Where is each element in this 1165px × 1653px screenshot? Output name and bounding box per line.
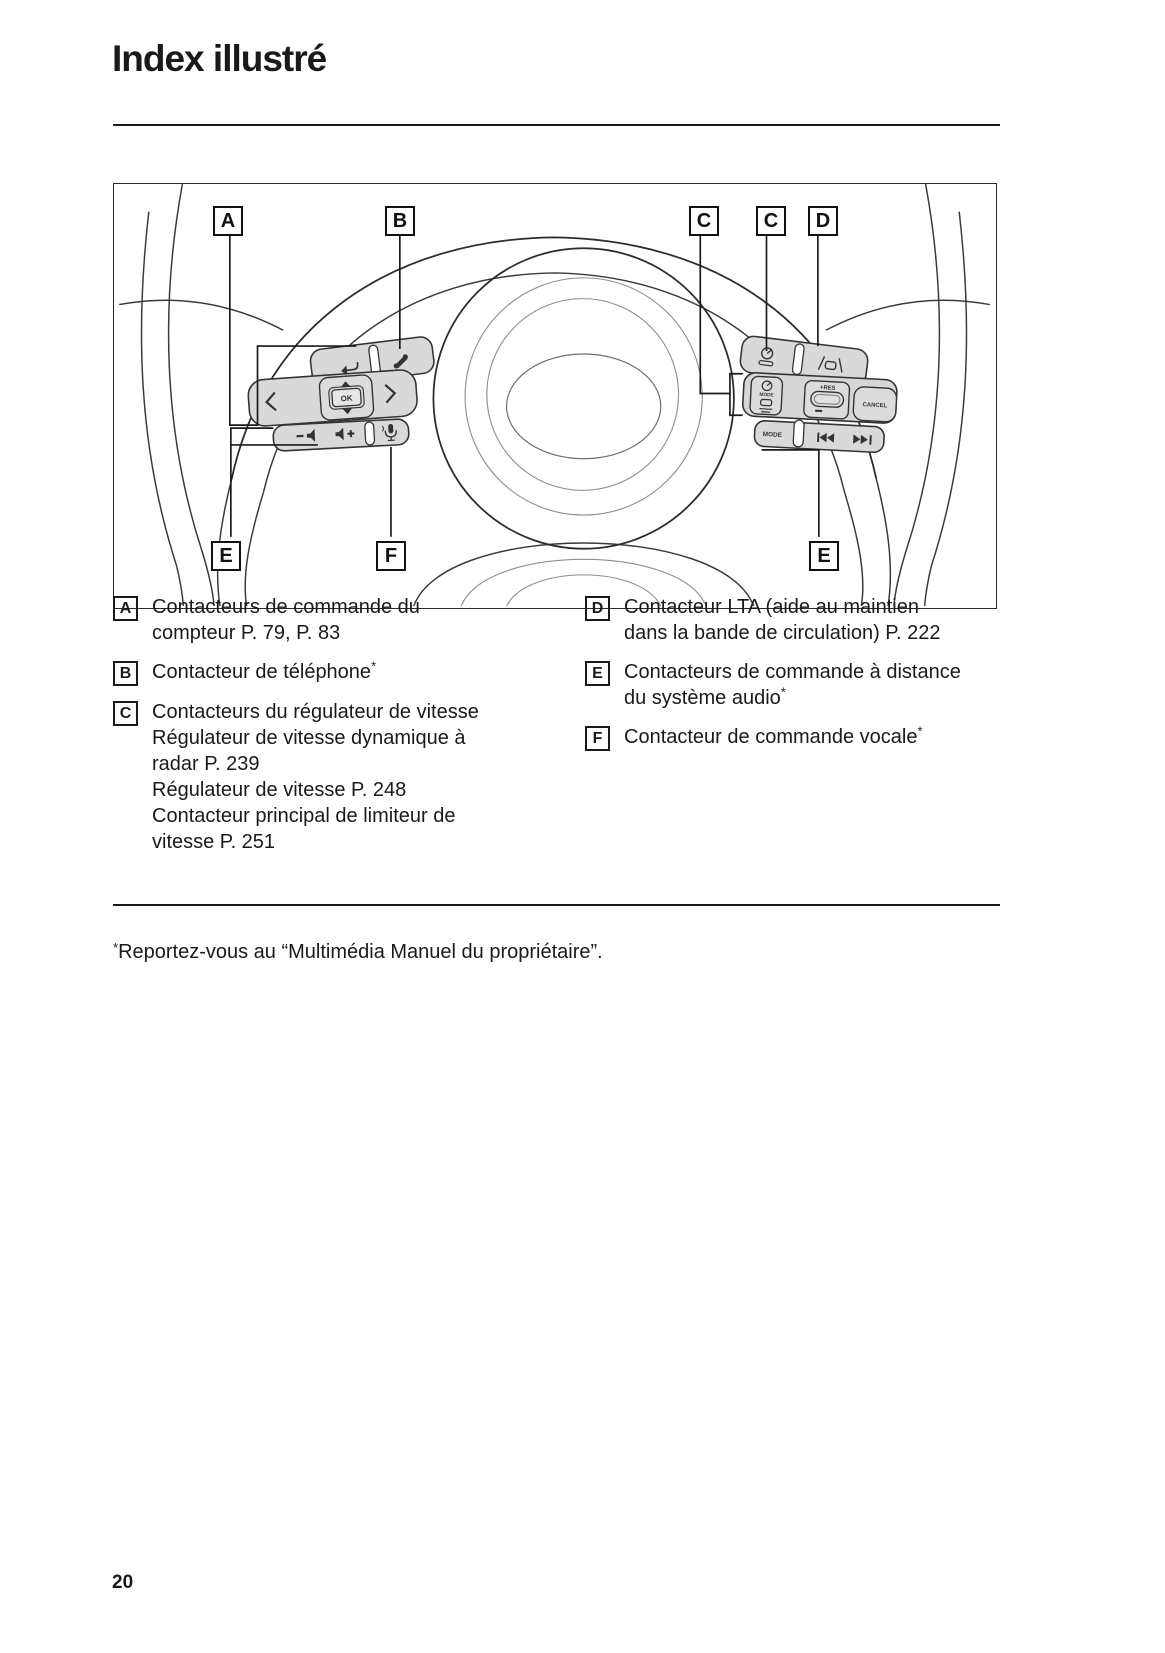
legend-text-f: Contacteur de commande vocale* <box>624 724 923 751</box>
meter-control-row: OK <box>247 369 418 427</box>
legend-column-left: A Contacteurs de commande du compteur P.… <box>113 594 571 868</box>
footnote-text: Reportez-vous au “Multimédia Manuel du p… <box>118 941 603 963</box>
legend-letter-b: B <box>113 661 138 686</box>
footnote-marker: * <box>917 723 923 739</box>
steering-wheel-illustration: OK <box>119 184 990 606</box>
audio-remote-row: MODE <box>753 419 885 454</box>
legend-text-a: Contacteurs de commande du compteur P. 7… <box>152 594 420 646</box>
legend-divider <box>113 904 1000 906</box>
legend-letter-d: D <box>585 596 610 621</box>
gauge-icon <box>761 380 773 392</box>
res-rocker-button: +RES <box>803 380 851 420</box>
return-arrow-icon <box>341 361 359 376</box>
legend-item-f: F Contacteur de commande vocale* <box>585 724 1000 751</box>
legend-line: Contacteurs de commande à distance <box>624 661 961 683</box>
callout-a: A <box>213 206 243 236</box>
legend-line: Contacteur principal de limiteur de <box>152 805 456 827</box>
cruise-control-gauge-icon <box>758 347 774 367</box>
cancel-button-label: CANCEL <box>862 402 887 409</box>
callout-c1: C <box>689 206 719 236</box>
callout-f: F <box>376 541 406 571</box>
speaker-plus-icon <box>335 427 355 441</box>
legend-line: Contacteurs du régulateur de vitesse <box>152 701 479 723</box>
legend-letter-e: E <box>585 661 610 686</box>
legend-line: radar P. 239 <box>152 753 260 775</box>
wheel-hub <box>432 247 735 550</box>
legend-line-text: Contacteur de téléphone <box>152 661 372 683</box>
following-distance-icon <box>759 398 773 413</box>
legend-line: Contacteurs de commande du <box>152 596 420 618</box>
legend-item-c: C Contacteurs du régulateur de vitesse R… <box>113 699 571 855</box>
triangle-down-icon <box>342 407 353 415</box>
legend-letter-a: A <box>113 596 138 621</box>
cruise-cluster: MODE +RES CANCEL <box>742 372 898 424</box>
legend-line: compteur P. 79, P. 83 <box>152 622 341 644</box>
legend-item-e: E Contacteurs de commande à distance du … <box>585 659 1000 711</box>
lane-tracing-assist-icon <box>817 356 843 373</box>
callout-e-left: E <box>211 541 241 571</box>
legend-text-b: Contacteur de téléphone* <box>152 659 376 686</box>
chevron-right-icon <box>384 384 397 404</box>
legend-item-b: B Contacteur de téléphone* <box>113 659 571 686</box>
steering-wheel-diagram-frame: OK <box>113 183 997 609</box>
triangle-up-icon <box>340 381 351 388</box>
legend-item-d: D Contacteur LTA (aide au maintien dans … <box>585 594 1000 646</box>
phone-handset-icon <box>393 354 408 369</box>
page-number: 20 <box>112 1572 134 1593</box>
legend-column-right: D Contacteur LTA (aide au maintien dans … <box>585 594 1000 764</box>
right-switch-pod: MODE +RES CANCEL <box>739 335 898 454</box>
page-title: Index illustré <box>112 38 327 79</box>
legend-line: du système audio* <box>624 685 961 711</box>
cancel-button: CANCEL <box>852 386 898 423</box>
legend-letter-c: C <box>113 701 138 726</box>
footnote-marker: * <box>113 940 119 955</box>
legend-line: Régulateur de vitesse P. 248 <box>152 779 407 801</box>
speaker-minus-icon <box>296 428 316 442</box>
previous-track-icon <box>817 432 835 443</box>
button-slot <box>364 421 376 446</box>
legend-text-d: Contacteur LTA (aide au maintien dans la… <box>624 594 941 646</box>
legend-line: Régulateur de vitesse dynamique à <box>152 727 466 749</box>
res-button-label: +RES <box>820 385 836 392</box>
minus-icon <box>815 409 823 413</box>
title-divider <box>113 124 1000 126</box>
chevron-left-icon <box>265 391 277 412</box>
legend-item-a: A Contacteurs de commande du compteur P.… <box>113 594 571 646</box>
drive-mode-button: MODE <box>749 375 784 416</box>
background-curves <box>119 184 990 606</box>
legend-text-e: Contacteurs de commande à distance du sy… <box>624 659 961 711</box>
legend-line: vitesse P. 251 <box>152 831 276 853</box>
microphone-icon <box>381 423 397 442</box>
callout-e-right: E <box>809 541 839 571</box>
callout-b: B <box>385 206 415 236</box>
ok-button-label: OK <box>340 394 353 404</box>
legend-line: dans la bande de circulation) P. 222 <box>624 622 941 644</box>
legend-line-text: du système audio <box>624 687 781 709</box>
callout-lines <box>229 235 820 537</box>
legend-line: Contacteur LTA (aide au maintien <box>624 596 919 618</box>
mode-button-label: MODE <box>759 392 774 399</box>
button-slot <box>792 419 805 448</box>
legend-letter-f: F <box>585 726 610 751</box>
legend-text-c: Contacteurs du régulateur de vitesse Rég… <box>152 699 479 855</box>
next-track-icon <box>853 434 872 445</box>
footnote-marker: * <box>780 684 786 700</box>
footnote-marker: * <box>371 658 377 674</box>
volume-voice-row <box>272 418 410 452</box>
left-switch-pod: OK <box>247 336 435 452</box>
callout-d: D <box>808 206 838 236</box>
ok-button: OK <box>318 374 375 421</box>
footnote: *Reportez-vous au “Multimédia Manuel du … <box>113 941 603 964</box>
legend-line-text: Contacteur de commande vocale <box>624 726 918 748</box>
legend-line: Contacteur de téléphone* <box>152 659 376 685</box>
audio-mode-label: MODE <box>763 431 783 439</box>
legend-line: Contacteur de commande vocale* <box>624 724 923 750</box>
callout-c2: C <box>756 206 786 236</box>
